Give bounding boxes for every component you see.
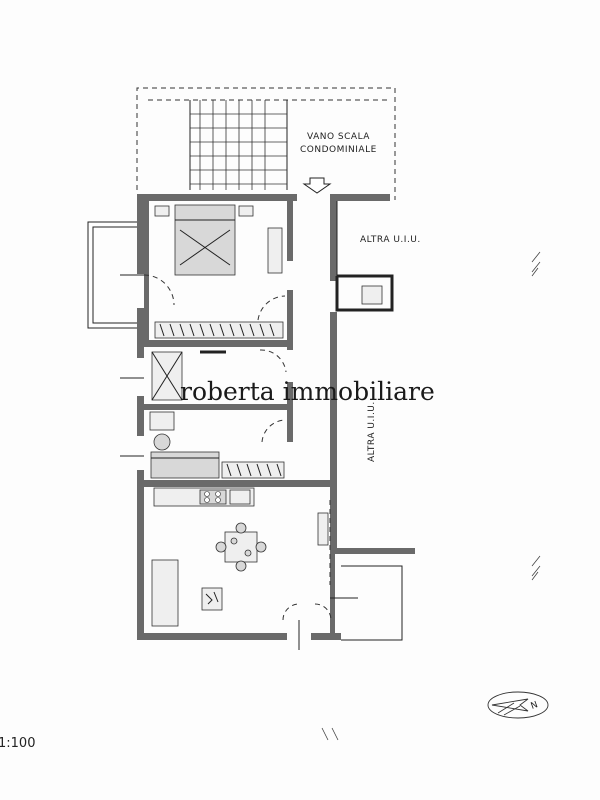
nightstand-left	[154, 205, 170, 217]
stair-label-line1: VANO SCALA	[307, 132, 370, 142]
wardrobe-master	[154, 321, 284, 339]
balcony-bottom-right	[341, 565, 403, 641]
svg-text:N: N	[530, 700, 540, 712]
altra-uiu-top-label: ALTRA U.I.U.	[360, 235, 421, 245]
dresser	[267, 227, 283, 274]
armchair	[201, 587, 223, 611]
nightstand-right	[238, 205, 254, 217]
sink	[229, 489, 251, 505]
desk	[149, 411, 175, 431]
watermark-text: roberta immobiliare	[180, 377, 435, 406]
stair-steps	[190, 100, 287, 190]
stairwell: VANO SCALA CONDOMINIALE	[136, 87, 396, 200]
bathroom	[120, 349, 287, 401]
scale-label: 1:100	[0, 736, 35, 751]
stove	[199, 489, 227, 505]
chair	[153, 433, 171, 451]
single-bed	[150, 451, 220, 479]
dining-table	[215, 522, 267, 572]
single-bedroom	[120, 411, 287, 479]
altra-uiu-side-label: ALTRA U.I.U.	[367, 401, 377, 462]
sofa	[151, 559, 179, 627]
corner-marks	[321, 251, 541, 741]
north-compass-icon: N	[487, 691, 549, 719]
entrance-arrow-icon	[302, 177, 332, 194]
stair-label-line2: CONDOMINIALE	[300, 145, 377, 155]
balcony-left	[87, 221, 137, 329]
walls	[137, 194, 415, 640]
master-bedroom	[120, 204, 286, 339]
wall-cabinet	[317, 512, 329, 546]
double-bed	[174, 204, 236, 276]
kitchen-living	[151, 487, 358, 650]
wardrobe-single	[221, 461, 285, 479]
